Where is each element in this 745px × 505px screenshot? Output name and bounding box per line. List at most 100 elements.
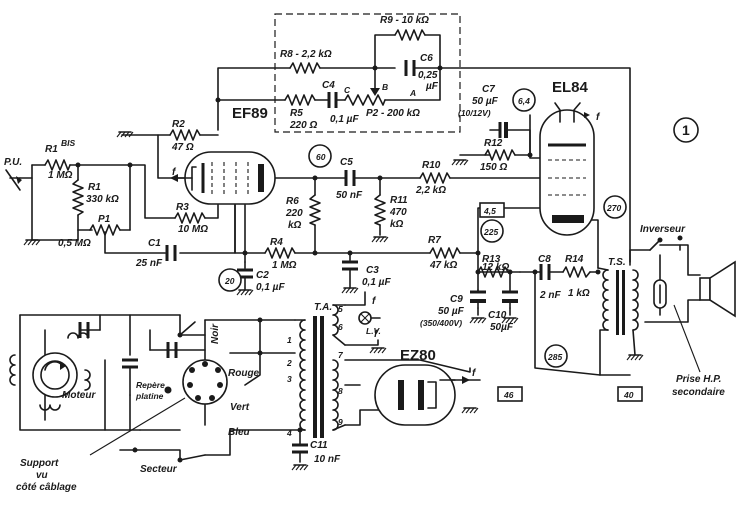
tube-el84 <box>539 102 595 236</box>
c2-name: C2 <box>256 270 269 281</box>
capacitor-c10 <box>502 290 518 309</box>
p2-a: A <box>409 88 416 98</box>
tube-label-ef89: EF89 <box>232 105 268 122</box>
c10-name: C10 <box>488 310 507 321</box>
resistors <box>44 29 591 278</box>
heater-label-ef89: f <box>172 167 177 178</box>
r12-value: 150 Ω <box>480 162 507 173</box>
c9-value: 50 µF <box>438 306 465 317</box>
c4-name: C4 <box>322 80 335 91</box>
r4-name: R4 <box>270 237 283 248</box>
capacitor-c11 <box>292 443 308 454</box>
wiring <box>19 13 701 463</box>
heater-label-ta: f <box>372 296 377 307</box>
p1-value: 0,5 MΩ <box>58 238 91 249</box>
p2-c: C <box>344 85 351 95</box>
v40-label: 40 <box>623 390 634 400</box>
c4-value: 0,1 µF <box>330 114 359 125</box>
pin-1: 1 <box>287 335 292 345</box>
v46-label: 46 <box>503 390 514 400</box>
c5-name: C5 <box>340 157 353 168</box>
c5-value: 50 nF <box>336 190 363 201</box>
capacitor-motor-1 <box>78 322 101 338</box>
resistor-r2 <box>169 129 201 141</box>
c8-value: 2 nF <box>539 290 561 301</box>
resistor-r5 <box>284 94 316 106</box>
r5-value: 220 Ω <box>289 120 317 131</box>
v20-label: 20 <box>224 276 235 286</box>
v64-label: 6,4 <box>518 96 530 106</box>
motor <box>9 321 206 463</box>
labels: EF89 EL84 EZ80 1 P.U. R1 BIS 1 MΩ R1 330… <box>4 15 725 493</box>
pickup-symbol <box>5 169 22 191</box>
resistor-r9 <box>394 29 426 41</box>
pin-9: 9 <box>338 417 343 427</box>
v285-label: 285 <box>547 352 562 362</box>
c11-name: C11 <box>310 440 328 451</box>
voltage-markers <box>218 88 699 402</box>
prise-hp-label: Prise H.P. <box>676 374 721 385</box>
r6-value2: kΩ <box>288 220 302 231</box>
r1-value: 330 kΩ <box>86 194 119 205</box>
potentiometer-p1 <box>89 224 121 236</box>
resistor-r3 <box>174 212 206 224</box>
platine-label: platine <box>135 391 164 401</box>
r6-value1: 220 <box>285 208 303 219</box>
p2-b: B <box>382 82 388 92</box>
cote-label: côté câblage <box>16 482 77 493</box>
c9-rating: (350/400V) <box>420 318 462 328</box>
ts-label: T.S. <box>608 257 626 268</box>
r13-value: 12 kΩ <box>482 262 509 273</box>
v45-label: 4,5 <box>483 206 496 216</box>
transformer-ts <box>597 267 639 376</box>
c8-name: C8 <box>538 254 551 265</box>
c1-name: C1 <box>148 238 161 249</box>
capacitor-c7 <box>498 122 508 138</box>
capacitor-c1 <box>165 245 177 261</box>
r1bis-name: R1 <box>45 144 58 155</box>
resistor-r7 <box>429 247 461 259</box>
rouge-label: Rouge <box>228 368 260 379</box>
resistor-r13 <box>477 266 509 278</box>
r11-name: R11 <box>390 195 408 206</box>
support-label: Support <box>20 458 59 469</box>
capacitor-c9 <box>470 289 486 309</box>
tube-ez80 <box>374 364 470 426</box>
heater-label-ta2: f <box>374 329 379 340</box>
figure-number: 1 <box>682 122 690 138</box>
heater-label-el84: f <box>596 112 601 123</box>
r14-value: 1 kΩ <box>568 288 590 299</box>
r3-name: R3 <box>176 202 189 213</box>
c6-name: C6 <box>420 53 433 64</box>
resistor-r14 <box>562 266 591 278</box>
pin-5: 5 <box>338 304 343 314</box>
bleu-label: Bleu <box>228 427 250 438</box>
r3-value: 10 MΩ <box>178 224 208 235</box>
pin-4: 4 <box>286 428 292 438</box>
c6-value1: 0,25 <box>418 70 438 81</box>
c3-name: C3 <box>366 265 379 276</box>
tube-label-el84: EL84 <box>552 79 589 96</box>
resistor-r12 <box>484 149 516 161</box>
junction-dots <box>75 65 601 433</box>
r11-value2: kΩ <box>390 219 404 230</box>
r8-label: R8 - 2,2 kΩ <box>280 49 332 60</box>
capacitor-c3 <box>342 260 358 289</box>
c6-value2: µF <box>425 81 439 92</box>
lv-label: L.V. <box>366 326 381 336</box>
valve-socket <box>89 359 228 456</box>
r4-value: 1 MΩ <box>272 260 297 271</box>
pin-7: 7 <box>338 350 344 360</box>
pin-6: 6 <box>338 322 343 332</box>
resistor-r11 <box>374 194 386 226</box>
resistor-r6 <box>309 194 321 226</box>
c10-value: 50µF <box>490 322 514 333</box>
r13-name: R13 <box>482 254 501 265</box>
noir-label: Noir <box>210 323 221 344</box>
potentiometer-p2 <box>344 94 386 106</box>
capacitor-motor-3 <box>166 342 178 358</box>
capacitors <box>78 60 551 454</box>
transformer-ta <box>294 304 346 438</box>
r11-value1: 470 <box>389 207 407 218</box>
pilot-lamp <box>358 311 372 325</box>
